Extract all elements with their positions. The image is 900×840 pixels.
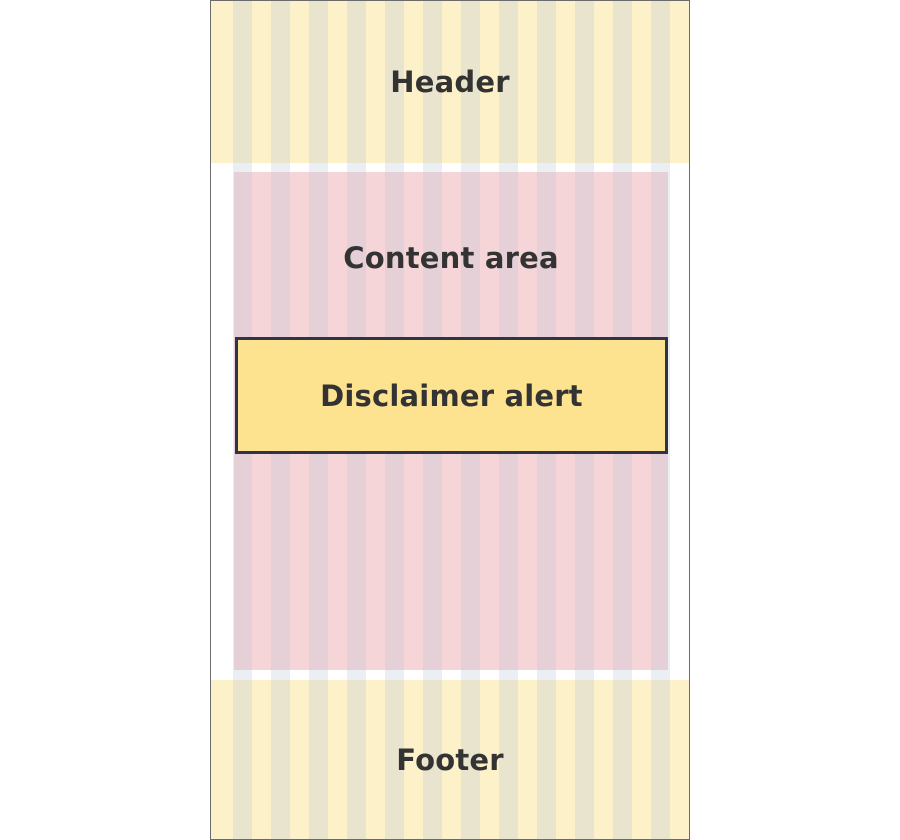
header-region: Header: [211, 1, 689, 163]
header-label: Header: [390, 65, 510, 99]
disclaimer-alert: Disclaimer alert: [235, 337, 668, 454]
content-area-label: Content area: [343, 241, 559, 275]
content-label-wrapper: Content area: [234, 172, 668, 344]
disclaimer-alert-label: Disclaimer alert: [320, 378, 583, 413]
footer-region: Footer: [211, 680, 689, 839]
footer-label: Footer: [396, 742, 504, 777]
layout-frame: Header Content area Footer Disclaimer al…: [210, 0, 690, 840]
